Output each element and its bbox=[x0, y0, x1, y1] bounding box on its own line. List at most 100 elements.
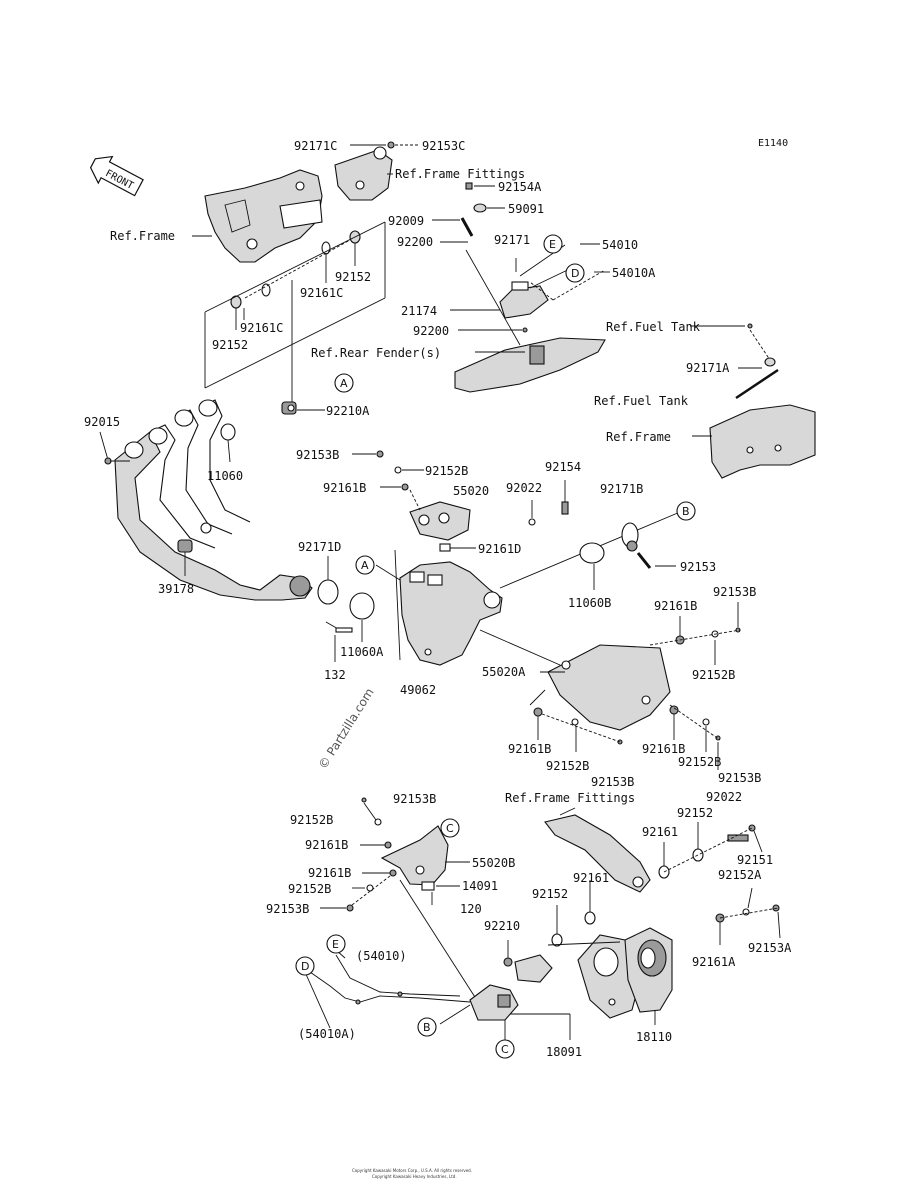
part-label: 92161B bbox=[508, 742, 551, 756]
diagram-code: E1140 bbox=[758, 138, 788, 149]
part-label: 92153B bbox=[713, 585, 756, 599]
footer-line-2: Copyright Kawasaki Heavy Industries, Ltd… bbox=[372, 1174, 457, 1179]
ref-fuel-tank-1: Ref.Fuel Tank bbox=[606, 320, 701, 334]
part-label: 92161B bbox=[308, 866, 351, 880]
part-label: 92171A bbox=[686, 361, 730, 375]
part-label: 132 bbox=[324, 668, 346, 682]
part-label: 92200 bbox=[397, 235, 433, 249]
clamp-92171d bbox=[317, 579, 339, 605]
callout-e-top: E bbox=[543, 234, 563, 254]
ref-frame-fittings-top: Ref.Frame Fittings bbox=[395, 167, 525, 181]
part-label: 92161B bbox=[654, 599, 697, 613]
muffler-body-49062 bbox=[399, 561, 503, 666]
part-label: 92161C bbox=[300, 286, 343, 300]
frame-fitting-top bbox=[334, 146, 393, 201]
clamp-92210a bbox=[281, 401, 297, 415]
part-label: 92151 bbox=[737, 853, 773, 867]
part-label: 92153B bbox=[296, 448, 339, 462]
part-label: 11060A bbox=[340, 645, 384, 659]
part-label: 59091 bbox=[508, 202, 544, 216]
part-label: 92161B bbox=[305, 838, 348, 852]
part-label: 18110 bbox=[636, 1030, 672, 1044]
part-label: 92152B bbox=[288, 882, 331, 896]
svg-text:A: A bbox=[361, 559, 369, 572]
ref-fuel-tank-2: Ref.Fuel Tank bbox=[594, 394, 689, 408]
part-label: 92200 bbox=[413, 324, 449, 338]
frame-fitting-bottom bbox=[544, 814, 651, 893]
callout-d-top: D bbox=[565, 263, 585, 283]
part-label: 18091 bbox=[546, 1045, 582, 1059]
part-label: 92153B bbox=[718, 771, 761, 785]
part-label: 92171C bbox=[294, 139, 337, 153]
part-label: 92152 bbox=[677, 806, 713, 820]
washer-92152-bottom bbox=[230, 283, 271, 309]
cover-55020a bbox=[547, 644, 671, 731]
part-label: 92161D bbox=[478, 542, 521, 556]
part-label: 21174 bbox=[401, 304, 437, 318]
part-label: 55020B bbox=[472, 856, 515, 870]
callout-a-top: A bbox=[334, 373, 354, 393]
ref-frame-fittings-bottom: Ref.Frame Fittings bbox=[505, 791, 635, 805]
part-label: 92161A bbox=[692, 955, 736, 969]
bracket-21174 bbox=[499, 281, 549, 319]
bolt-92009 bbox=[460, 217, 474, 237]
part-label: 92171B bbox=[600, 482, 643, 496]
part-label: 92210 bbox=[484, 919, 520, 933]
part-label: 92152A bbox=[718, 868, 762, 882]
part-label: 92152B bbox=[692, 668, 735, 682]
part-label: 39178 bbox=[158, 582, 194, 596]
exhaust-header-pipes bbox=[114, 399, 313, 601]
svg-text:C: C bbox=[446, 822, 454, 835]
bracket-55020b bbox=[380, 825, 449, 886]
ref-rear-fender: Ref.Rear Fender(s) bbox=[311, 346, 441, 360]
part-label: 92161B bbox=[642, 742, 685, 756]
part-label: 92153B bbox=[266, 902, 309, 916]
part-label: 92009 bbox=[388, 214, 424, 228]
part-label: 92153A bbox=[748, 941, 792, 955]
frame-bracket-left bbox=[204, 169, 323, 263]
svg-text:B: B bbox=[423, 1021, 431, 1034]
svg-text:E: E bbox=[549, 238, 556, 251]
end-cap-18110 bbox=[624, 927, 673, 1013]
gasket-11060a bbox=[349, 592, 375, 620]
part-label: 92153B bbox=[591, 775, 634, 789]
part-label: 92152 bbox=[532, 887, 568, 901]
callout-c-bottom: C bbox=[495, 1039, 515, 1059]
actuator-valve bbox=[469, 954, 553, 1021]
part-label: 92153C bbox=[422, 139, 465, 153]
part-label: 92210A bbox=[326, 404, 370, 418]
part-label: 92161 bbox=[573, 871, 609, 885]
part-label: 92154 bbox=[545, 460, 581, 474]
screw-92154a bbox=[465, 182, 473, 190]
part-label: (54010A) bbox=[298, 1027, 356, 1041]
part-label: 92153B bbox=[393, 792, 436, 806]
watermark: © Partzilla.com bbox=[316, 686, 377, 772]
throttle-cables bbox=[309, 954, 471, 1005]
bolt-92153c bbox=[387, 141, 395, 149]
part-label: 92153 bbox=[680, 560, 716, 574]
grommet-59091 bbox=[473, 203, 487, 213]
callout-e-bottom: E bbox=[326, 934, 346, 954]
frame-right bbox=[709, 404, 816, 479]
part-label: 11060B bbox=[568, 596, 611, 610]
callout-c-top: C bbox=[440, 818, 460, 838]
svg-text:C: C bbox=[501, 1043, 509, 1056]
bracket-55020 bbox=[409, 501, 471, 541]
part-label: 92171D bbox=[298, 540, 341, 554]
part-label: 14091 bbox=[462, 879, 498, 893]
part-label: 11060 bbox=[207, 469, 243, 483]
part-label: 49062 bbox=[400, 683, 436, 697]
ref-frame-right: Ref.Frame bbox=[606, 430, 671, 444]
part-label: 54010A bbox=[612, 266, 656, 280]
part-label: 92152B bbox=[425, 464, 468, 478]
gasket-11060b bbox=[579, 542, 605, 564]
part-label: 92152B bbox=[546, 759, 589, 773]
end-plate-18091 bbox=[577, 934, 641, 1019]
part-label: 92022 bbox=[506, 481, 542, 495]
part-label: 54010 bbox=[602, 238, 638, 252]
svg-text:B: B bbox=[682, 505, 690, 518]
part-label: 92152 bbox=[212, 338, 248, 352]
part-label: 92161C bbox=[240, 321, 283, 335]
part-label: 120 bbox=[460, 902, 482, 916]
